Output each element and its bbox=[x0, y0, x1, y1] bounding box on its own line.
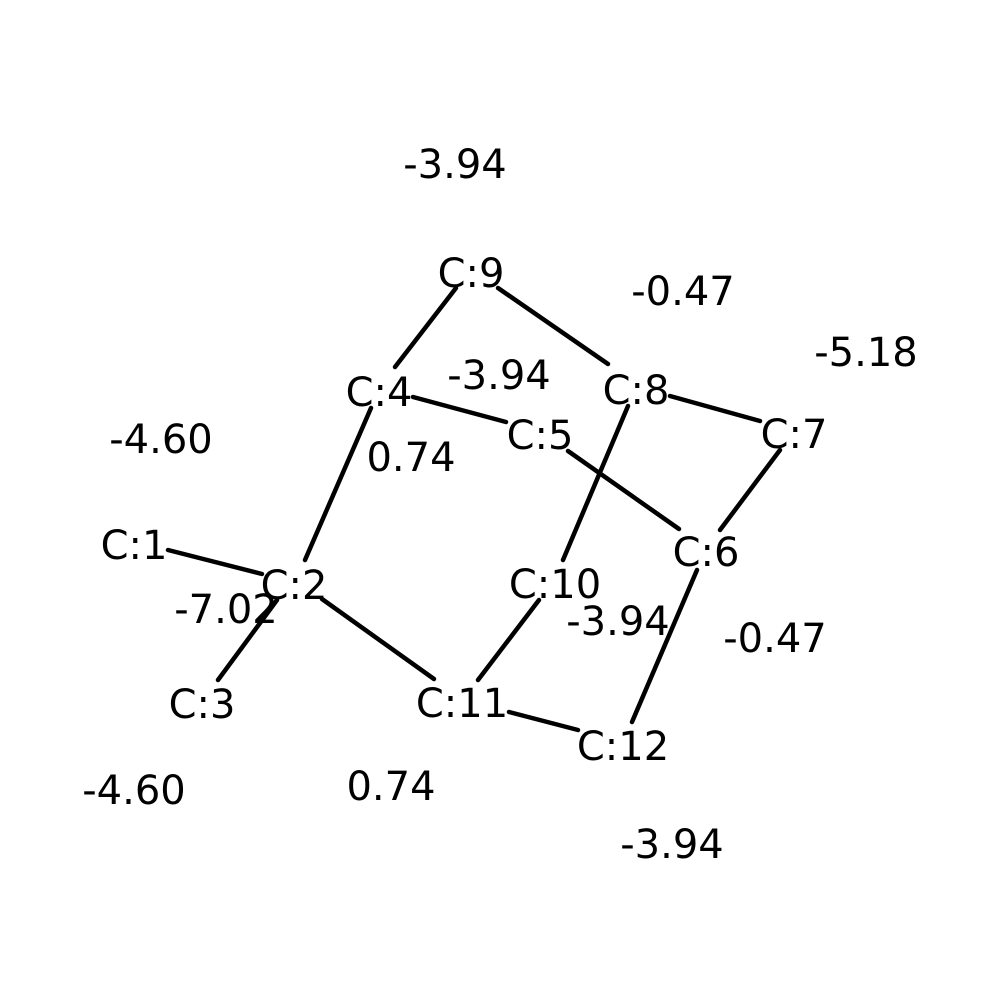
bond-c5-c6 bbox=[565, 448, 682, 532]
bond-c2-c11 bbox=[319, 596, 437, 682]
bond-c1-c2 bbox=[165, 547, 265, 577]
bond-c10-c11 bbox=[475, 597, 542, 683]
atom-label-c4: C:4 bbox=[346, 370, 413, 416]
charge-value-c5: -3.94 bbox=[447, 353, 551, 399]
bond-c8-c7 bbox=[667, 393, 763, 424]
atom-label-c3: C:3 bbox=[169, 682, 236, 728]
atom-label-c7: C:7 bbox=[761, 412, 828, 458]
charge-value-c2: -7.02 bbox=[174, 587, 278, 633]
charge-value-c6: -0.47 bbox=[723, 616, 827, 662]
atom-label-c1: C:1 bbox=[101, 523, 168, 569]
bond-c11-c12 bbox=[506, 709, 581, 733]
charge-value-c4: 0.74 bbox=[366, 435, 455, 481]
bond-c6-c12 bbox=[629, 567, 700, 725]
atom-label-c8: C:8 bbox=[603, 368, 670, 414]
bond-c9-c8 bbox=[495, 285, 611, 367]
atom-label-c2: C:2 bbox=[261, 563, 328, 609]
atom-label-c11: C:11 bbox=[416, 681, 508, 727]
charge-value-c11: 0.74 bbox=[346, 764, 435, 810]
charge-value-c12: -3.94 bbox=[620, 822, 724, 868]
charge-value-c3: -4.60 bbox=[82, 768, 186, 814]
atom-label-c6: C:6 bbox=[673, 530, 740, 576]
charge-label-group: -4.60 -7.02 -4.60 0.74 -3.94 -0.47 -5.18… bbox=[82, 142, 918, 868]
charge-value-c1: -4.60 bbox=[109, 417, 213, 463]
atom-label-group: C:1 C:2 C:3 C:4 C:5 C:6 C:7 C:8 C:9 C:10… bbox=[101, 251, 828, 770]
charge-value-c10: -3.94 bbox=[566, 599, 670, 645]
charge-value-c7: -5.18 bbox=[814, 330, 918, 376]
atom-label-c12: C:12 bbox=[577, 724, 669, 770]
bond-group bbox=[165, 285, 783, 733]
bond-c4-c9 bbox=[392, 285, 459, 370]
atom-label-c5: C:5 bbox=[507, 413, 574, 459]
bond-c2-c3 bbox=[215, 597, 280, 683]
bond-c4-c5 bbox=[410, 394, 509, 425]
charge-value-c8: -0.47 bbox=[631, 269, 735, 315]
bond-c7-c6 bbox=[717, 447, 783, 533]
atom-label-c9: C:9 bbox=[438, 251, 505, 297]
bond-c2-c4 bbox=[302, 405, 374, 563]
bond-c8-c10 bbox=[560, 403, 631, 563]
atom-label-c10: C:10 bbox=[509, 562, 601, 608]
charge-value-c9: -3.94 bbox=[403, 142, 507, 188]
